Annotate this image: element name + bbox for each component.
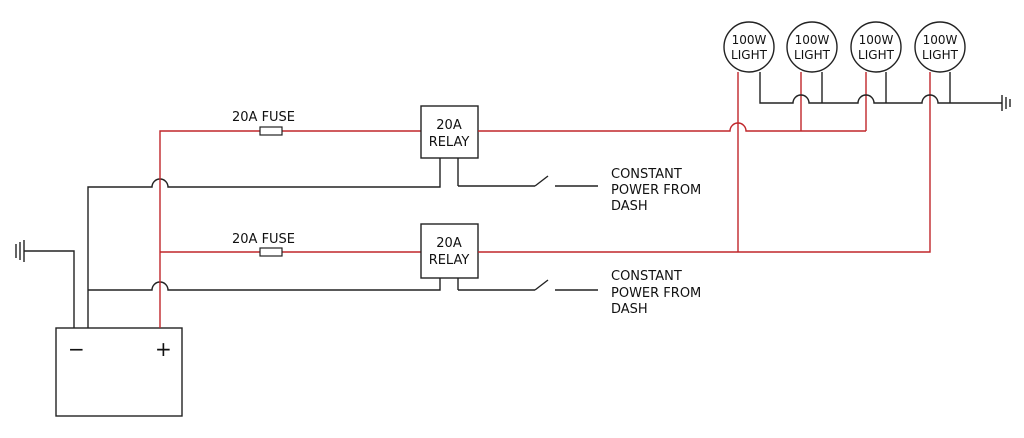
- relay2-rating: 20A: [436, 236, 462, 251]
- svg-text:CONSTANT: CONSTANT: [611, 167, 682, 182]
- light4-rating: 100W: [923, 33, 958, 47]
- switch-icon: [534, 175, 549, 187]
- relay2-label: RELAY: [429, 253, 470, 268]
- svg-text:CONSTANT: CONSTANT: [611, 269, 682, 284]
- light2-rating: 100W: [795, 33, 830, 47]
- fuse-icon: [259, 126, 283, 136]
- svg-text:POWER FROM: POWER FROM: [611, 286, 701, 301]
- svg-text:POWER FROM: POWER FROM: [611, 183, 701, 198]
- relay1-output-wire: [478, 122, 866, 132]
- switch-icon: [534, 279, 549, 291]
- battery-positive-label: +: [155, 337, 172, 361]
- battery-negative-label: −: [68, 337, 85, 361]
- light2-label: LIGHT: [794, 48, 831, 62]
- switch2-label: CONSTANT POWER FROM DASH: [611, 269, 701, 317]
- light4-label: LIGHT: [922, 48, 959, 62]
- lamp-icon: 100W LIGHT: [850, 21, 902, 73]
- fuse2-label: 20A FUSE: [232, 232, 295, 247]
- relay2-ground-wire: [88, 278, 441, 291]
- relay1-rating: 20A: [436, 118, 462, 133]
- lights-ground-bus: [759, 72, 1002, 104]
- relay2-output-wire: [478, 72, 931, 253]
- ground-wire-left: [24, 250, 75, 328]
- battery-body: [55, 327, 183, 417]
- relay1-label: RELAY: [429, 135, 470, 150]
- light1-rating: 100W: [732, 33, 767, 47]
- positive-riser-wire: [159, 130, 260, 328]
- svg-text:DASH: DASH: [611, 302, 648, 317]
- ground-icon: [15, 240, 25, 262]
- fuse-icon: [259, 247, 283, 257]
- ground-icon: [1001, 95, 1011, 111]
- light3-rating: 100W: [859, 33, 894, 47]
- relay-2: 20A RELAY: [420, 223, 479, 290]
- lamp-icon: 100W LIGHT: [786, 21, 838, 73]
- lamp-icon: 100W LIGHT: [723, 21, 775, 73]
- svg-text:DASH: DASH: [611, 199, 648, 214]
- relay-1: 20A RELAY: [420, 105, 479, 186]
- lamp-icon: 100W LIGHT: [914, 21, 966, 73]
- switch1-label: CONSTANT POWER FROM DASH: [611, 167, 701, 214]
- light1-label: LIGHT: [731, 48, 768, 62]
- light3-label: LIGHT: [858, 48, 895, 62]
- fuse1-label: 20A FUSE: [232, 110, 295, 125]
- battery: − +: [55, 327, 183, 417]
